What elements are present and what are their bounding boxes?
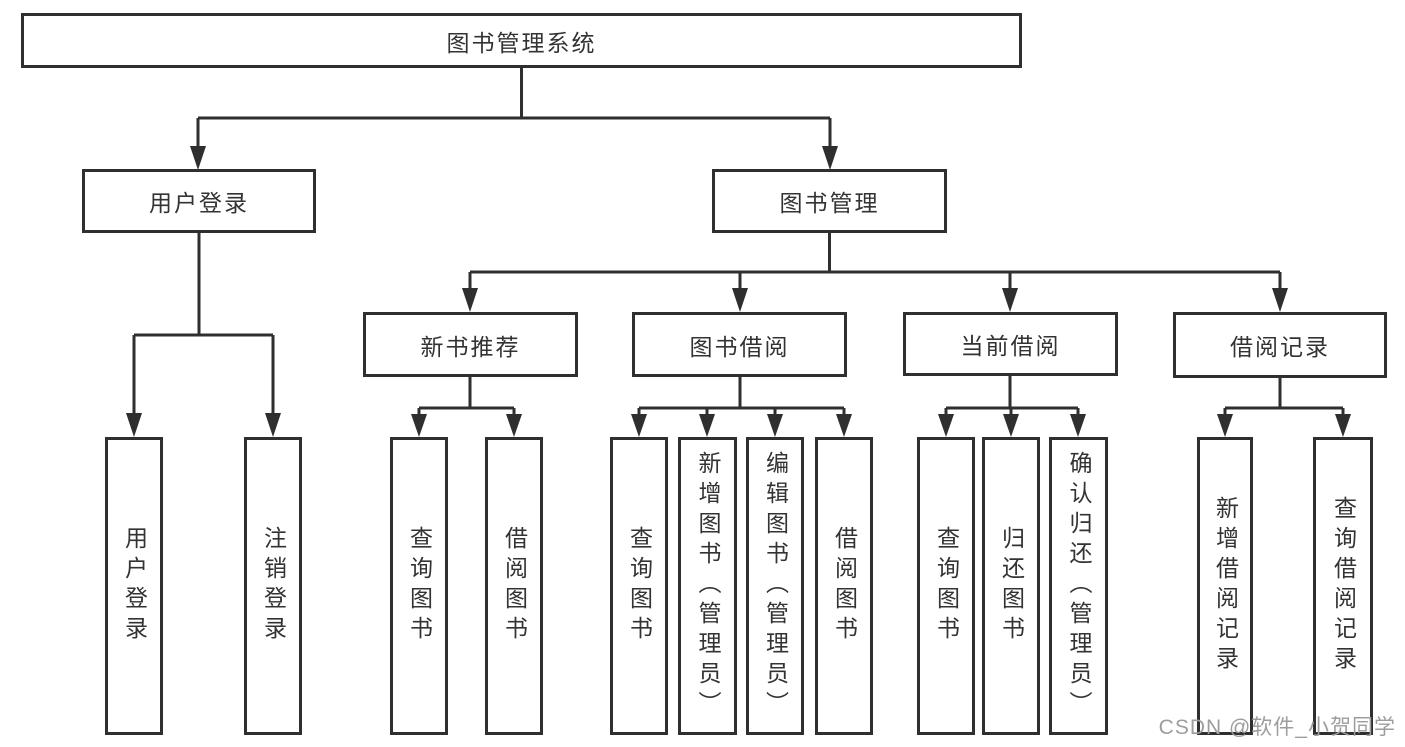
leaf-query-books-2: 查询图书 [610,437,668,735]
connector-book-management [462,233,1288,312]
node-book-borrowing: 图书借阅 [632,312,847,377]
leaf-query-books-3-label: 查询图书 [933,526,960,646]
watermark: CSDN @软件_小贺同学 [1158,716,1396,739]
leaf-add-borrow-record: 新增借阅记录 [1197,437,1253,735]
node-book-management: 图书管理 [712,169,947,233]
leaf-query-books-1: 查询图书 [390,437,448,735]
leaf-user-login-label: 用户登录 [121,526,148,646]
leaf-logout-label: 注销登录 [260,526,287,646]
leaf-query-borrow-record-label: 查询借阅记录 [1330,496,1357,676]
leaf-return-books-label: 归还图书 [998,526,1025,646]
node-book-management-label: 图书管理 [779,190,880,216]
node-root: 图书管理系统 [21,13,1022,68]
node-user-login: 用户登录 [82,169,316,233]
connector-current-borrowing [938,375,1086,437]
connector-book-borrowing [631,376,852,437]
node-current-borrowing: 当前借阅 [903,312,1118,376]
connector-user-login [126,233,281,437]
leaf-add-books-admin: 新增图书（管理员） [678,437,737,735]
leaf-add-borrow-record-label: 新增借阅记录 [1212,496,1239,676]
leaf-edit-books-admin: 编辑图书（管理员） [746,437,804,735]
leaf-borrow-books-2-label: 借阅图书 [831,526,858,646]
leaf-confirm-return-admin-label: 确认归还（管理员） [1066,451,1092,721]
leaf-query-borrow-record: 查询借阅记录 [1313,437,1373,735]
leaf-user-login: 用户登录 [105,437,163,735]
node-root-label: 图书管理系统 [446,29,597,56]
leaf-return-books: 归还图书 [982,437,1040,735]
leaf-query-books-3: 查询图书 [917,437,975,735]
leaf-borrow-books-1-label: 借阅图书 [501,526,528,646]
connector-root [190,68,838,170]
node-new-book-recommend-label: 新书推荐 [420,333,521,360]
node-borrowing-records: 借阅记录 [1173,312,1387,378]
node-book-borrowing-label: 图书借阅 [689,333,790,360]
leaf-query-books-1-label: 查询图书 [406,526,433,646]
leaf-edit-books-admin-label: 编辑图书（管理员） [762,451,789,721]
node-user-login-label: 用户登录 [149,190,249,216]
leaf-confirm-return-admin: 确认归还（管理员） [1049,437,1108,735]
node-borrowing-records-label: 借阅记录 [1230,334,1330,360]
leaf-logout: 注销登录 [244,437,302,735]
connector-borrowing-records [1217,378,1351,437]
node-new-book-recommend: 新书推荐 [363,312,578,377]
node-current-borrowing-label: 当前借阅 [960,333,1061,359]
leaf-add-books-admin-label: 新增图书（管理员） [695,451,721,721]
leaf-borrow-books-2: 借阅图书 [815,437,873,735]
leaf-borrow-books-1: 借阅图书 [485,437,543,735]
leaf-query-books-2-label: 查询图书 [626,526,653,646]
connector-new-book-recommend [411,376,522,437]
